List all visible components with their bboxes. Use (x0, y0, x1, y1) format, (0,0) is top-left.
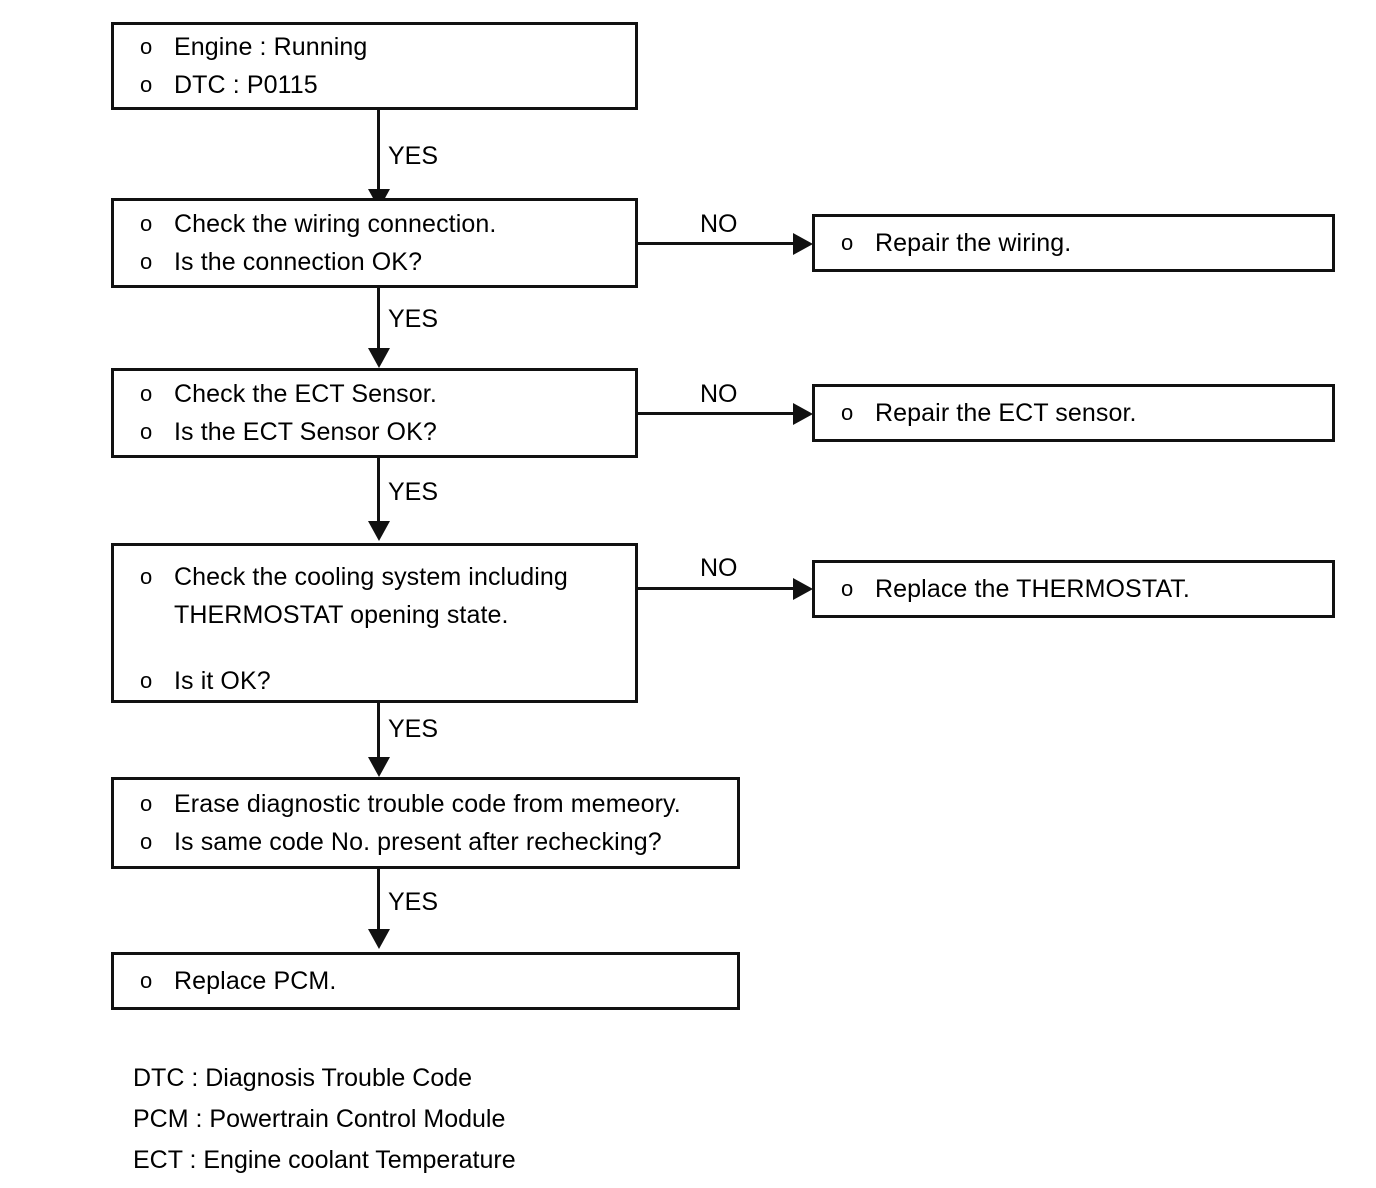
bullet-glyph: o (841, 576, 854, 601)
bullet-glyph: o (140, 668, 153, 693)
edge-label-yes3: YES (388, 478, 439, 506)
node-text: Erase diagnostic trouble code from memeo… (174, 790, 681, 818)
node-text: Replace the THERMOSTAT. (875, 575, 1190, 603)
arrow-head-yes5 (368, 929, 390, 949)
replace-pcm-box[interactable]: o Replace PCM. (111, 952, 740, 1010)
connector-line-no2 (638, 412, 796, 415)
arrow-head-yes4 (368, 757, 390, 777)
node-text: Check the wiring connection. (174, 210, 497, 238)
repair-wiring-box[interactable]: o Repair the wiring. (812, 214, 1335, 272)
bullet-glyph: o (140, 419, 153, 444)
node-text: Is the ECT Sensor OK? (174, 418, 437, 446)
node-text: Is it OK? (174, 667, 271, 695)
arrow-head-no3 (793, 578, 813, 600)
node-text: Engine : Running (174, 33, 368, 61)
bullet-line: o Repair the ECT sensor. (841, 394, 1326, 432)
node-text: Repair the ECT sensor. (875, 399, 1137, 427)
bullet-glyph: o (140, 564, 153, 589)
edge-label-yes2: YES (388, 305, 439, 333)
bullet-line: o Check the cooling system including THE… (140, 558, 629, 634)
node-text: Is the connection OK? (174, 248, 423, 276)
repair-ect-sensor-box[interactable]: o Repair the ECT sensor. (812, 384, 1335, 442)
arrow-head-yes3 (368, 521, 390, 541)
legend-item-dtc: DTC : Diagnosis Trouble Code (133, 1064, 473, 1092)
bullet-glyph: o (140, 72, 153, 97)
replace-thermostat-box[interactable]: o Replace the THERMOSTAT. (812, 560, 1335, 618)
bullet-line: o Check the ECT Sensor. (140, 375, 629, 413)
check-cooling-system-box[interactable]: o Check the cooling system including THE… (111, 543, 638, 703)
bullet-glyph: o (140, 34, 153, 59)
bullet-glyph: o (140, 791, 153, 816)
node-text: Check the cooling system including THERM… (174, 558, 568, 634)
bullet-line: o Is same code No. present after recheck… (140, 823, 731, 861)
bullet-glyph: o (140, 381, 153, 406)
edge-label-yes4: YES (388, 715, 439, 743)
bullet-line: o Replace the THERMOSTAT. (841, 570, 1326, 608)
erase-dtc-box[interactable]: o Erase diagnostic trouble code from mem… (111, 777, 740, 869)
arrow-head-no1 (793, 233, 813, 255)
start-conditions-box[interactable]: o Engine : Running o DTC : P0115 (111, 22, 638, 110)
bullet-line: o DTC : P0115 (140, 66, 629, 104)
arrow-head-yes2 (368, 348, 390, 368)
bullet-line: o Is it OK? (140, 662, 629, 700)
bullet-glyph: o (140, 829, 153, 854)
bullet-line: o Replace PCM. (140, 962, 731, 1000)
node-text: Replace PCM. (174, 967, 337, 995)
bullet-line: o Is the connection OK? (140, 243, 629, 281)
node-text: Check the ECT Sensor. (174, 380, 437, 408)
bullet-line: o Check the wiring connection. (140, 205, 629, 243)
bullet-glyph: o (140, 211, 153, 236)
bullet-glyph: o (841, 230, 854, 255)
bullet-line: o Repair the wiring. (841, 224, 1326, 262)
connector-line-yes2 (377, 288, 380, 350)
node-text-line2: THERMOSTAT opening state. (174, 601, 509, 629)
edge-label-no2: NO (700, 380, 738, 408)
node-text: Repair the wiring. (875, 229, 1072, 257)
edge-label-no3: NO (700, 554, 738, 582)
connector-line-yes5 (377, 869, 380, 931)
check-ect-sensor-box[interactable]: o Check the ECT Sensor. o Is the ECT Sen… (111, 368, 638, 458)
connector-line-yes3 (377, 458, 380, 523)
node-text: Is same code No. present after recheckin… (174, 828, 662, 856)
connector-line-yes4 (377, 703, 380, 761)
bullet-line: o Engine : Running (140, 28, 629, 66)
edge-label-yes5: YES (388, 888, 439, 916)
edge-label-no1: NO (700, 210, 738, 238)
bullet-glyph: o (140, 968, 153, 993)
connector-line-no3 (638, 587, 796, 590)
arrow-head-no2 (793, 403, 813, 425)
abbreviation-legend: DTC : Diagnosis Trouble Code PCM : Power… (133, 1058, 516, 1181)
legend-item-pcm: PCM : Powertrain Control Module (133, 1105, 506, 1133)
bullet-line: o Is the ECT Sensor OK? (140, 413, 629, 451)
connector-line-yes1 (377, 110, 380, 194)
connector-line-no1 (638, 242, 796, 245)
node-text-line1: Check the cooling system including (174, 563, 568, 591)
node-text: DTC : P0115 (174, 71, 318, 99)
legend-item-ect: ECT : Engine coolant Temperature (133, 1146, 516, 1174)
edge-label-yes1: YES (388, 142, 439, 170)
check-wiring-box[interactable]: o Check the wiring connection. o Is the … (111, 198, 638, 288)
bullet-glyph: o (140, 249, 153, 274)
line-spacer (140, 634, 629, 662)
bullet-glyph: o (841, 400, 854, 425)
bullet-line: o Erase diagnostic trouble code from mem… (140, 785, 731, 823)
